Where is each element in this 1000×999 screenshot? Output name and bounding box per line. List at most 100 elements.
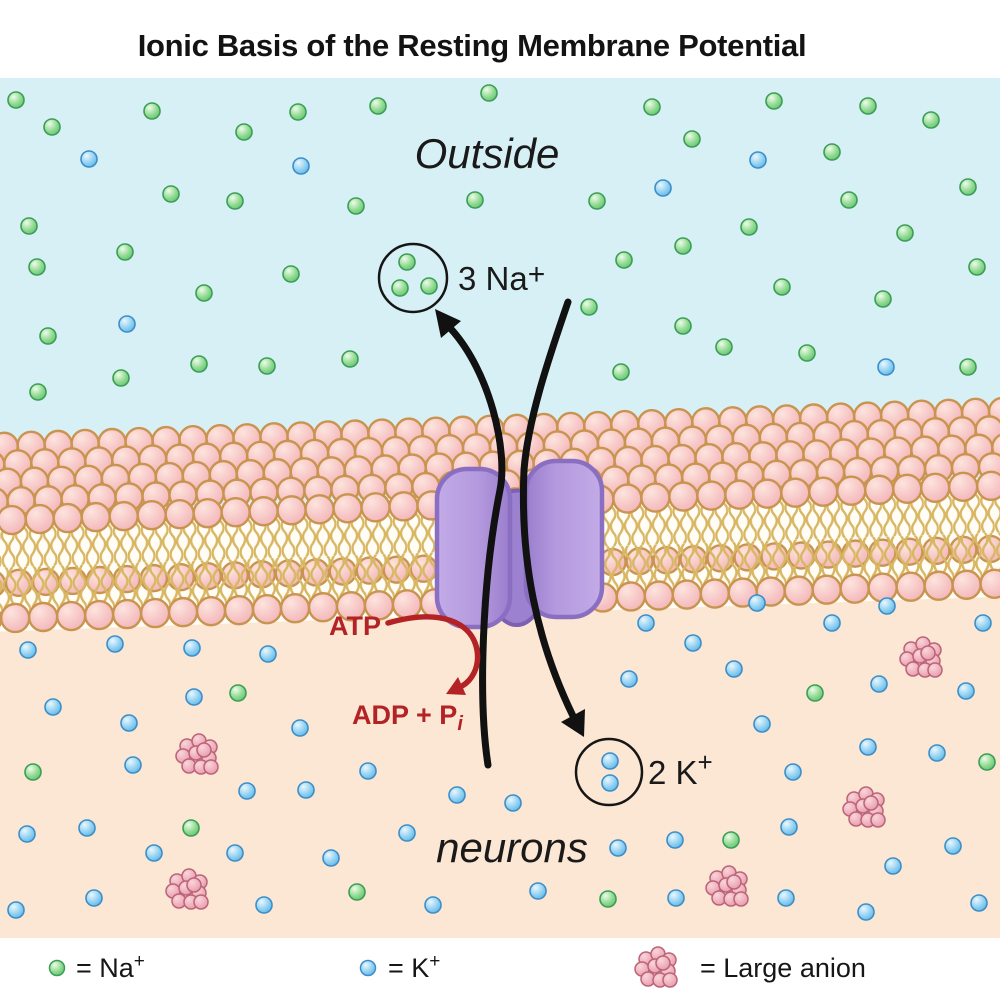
na-ion [922, 111, 940, 129]
anion-sphere [920, 645, 936, 661]
na-ion [480, 84, 498, 102]
adp-text: ADP + P [352, 700, 457, 730]
na-ion [959, 178, 977, 196]
k-ion [753, 715, 771, 733]
lipid-head [892, 473, 923, 504]
legend-k-text: = K [388, 953, 429, 983]
k-ion [185, 688, 203, 706]
k-ion [601, 752, 619, 770]
lipid-head [836, 475, 867, 506]
na-ion [347, 197, 365, 215]
k-import-arrow [519, 298, 577, 720]
lipid-head [979, 568, 1000, 599]
na-ion [391, 279, 409, 297]
k-ion [504, 794, 522, 812]
k-ion [957, 682, 975, 700]
k-ion [291, 719, 309, 737]
k-plus-sign: + [698, 747, 713, 777]
lipid-head [612, 483, 643, 514]
na-ion [874, 290, 892, 308]
lipid-head [279, 593, 311, 624]
na-ion [258, 357, 276, 375]
k-ion [18, 825, 36, 843]
legend-na-label: = Na+ [76, 951, 145, 983]
na-ion [580, 298, 598, 316]
k-ion [974, 614, 992, 632]
k-ion [725, 660, 743, 678]
na-ion [765, 92, 783, 110]
lipid-head [195, 595, 227, 627]
k-ion [878, 597, 896, 615]
inside-na-ions [24, 684, 996, 908]
inside-k-ions [7, 594, 992, 921]
lipid-head [783, 575, 814, 606]
anion-sphere [863, 795, 879, 811]
na-count-label: 3 Na+ [458, 258, 545, 297]
k-ion [784, 763, 802, 781]
lipid-head [643, 580, 675, 611]
lipid-head [895, 571, 926, 602]
lipid-head [0, 504, 27, 536]
lipid-head [864, 474, 895, 505]
outside-label: Outside [415, 130, 560, 177]
anion-sphere [733, 891, 749, 907]
lipid-head [27, 601, 59, 633]
k-ion [857, 903, 875, 921]
na-ion [959, 358, 977, 376]
na-ion [182, 819, 200, 837]
lipid-head [248, 496, 279, 527]
lipid-head [391, 589, 423, 620]
anion-sphere [203, 759, 219, 775]
lipid-head [615, 581, 647, 612]
lipid-head [192, 497, 223, 529]
na-ion [190, 355, 208, 373]
k-ion [19, 641, 37, 659]
na-ion [116, 243, 134, 261]
pump-right-lobe [523, 458, 605, 620]
k-ion [620, 670, 638, 688]
lipid-head [388, 491, 419, 522]
membrane-bilayer [0, 396, 1000, 635]
k-arrow-head [561, 709, 585, 737]
na-ion [24, 763, 42, 781]
pump-left-lobe [434, 466, 513, 630]
adp-label: ADP + Pi [352, 700, 463, 735]
na-ion [740, 218, 758, 236]
na-ion [282, 265, 300, 283]
k-ion [748, 594, 766, 612]
legend-bar [0, 938, 1000, 999]
na-ion [978, 753, 996, 771]
k-ion [666, 831, 684, 849]
na-ion [289, 103, 307, 121]
lipid-head [80, 501, 111, 533]
anion-sphere [655, 955, 671, 971]
k-ion [297, 781, 315, 799]
na-ion [840, 191, 858, 209]
na-ion [722, 831, 740, 849]
k-ion [780, 818, 798, 836]
lipid-head [223, 594, 255, 626]
k-ion [44, 698, 62, 716]
lipid-head [808, 476, 839, 507]
anion-sphere [870, 812, 886, 828]
k-ion [970, 894, 988, 912]
k-ion [684, 634, 702, 652]
anion-cluster [842, 786, 886, 828]
k-ion [292, 157, 310, 175]
lipid-head [975, 470, 1000, 502]
legend-k-label: = K+ [388, 951, 440, 983]
anion-cluster [705, 865, 749, 907]
na-ion [588, 192, 606, 210]
na-ion [229, 684, 247, 702]
lipid-head [167, 596, 199, 628]
k-ion [118, 315, 136, 333]
lipid-head [867, 572, 898, 603]
top-margin [0, 0, 1000, 78]
k-count-text: 2 K [648, 754, 698, 791]
na-ion [806, 684, 824, 702]
lipid-head [920, 472, 951, 503]
na-ion [43, 118, 61, 136]
k-ion [777, 889, 795, 907]
k-ion [448, 786, 466, 804]
outside-k-ions [80, 150, 895, 376]
